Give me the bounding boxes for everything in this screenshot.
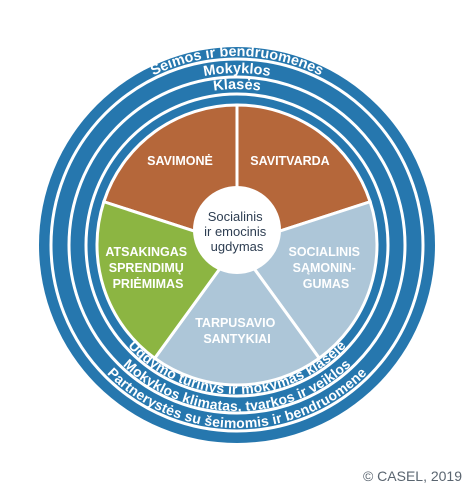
copyright-notice: © CASEL, 2019 (362, 468, 462, 484)
segment-relationship (152, 242, 322, 387)
center-circle (193, 186, 281, 274)
ring-divider (84, 92, 390, 398)
self-management-label: SAVITVARDA (250, 154, 329, 168)
competency-wheel (95, 103, 379, 387)
classrooms-ring-label: Klasės (212, 77, 261, 95)
ring-divider (67, 75, 407, 415)
schools-ring-label: Mokyklos (202, 61, 272, 80)
self-awareness-label: SAVIMONĖ (147, 153, 213, 168)
center-label: Socialinis ir emocinis ugdymas (204, 209, 270, 254)
decision-making-label: ATSAKINGAS SPRENDIMŲ PRIĖMIMAS (105, 245, 190, 291)
relationship-label: TARPUSAVIO SANTYKIAI (195, 316, 279, 346)
ring-divider (49, 57, 425, 433)
social-awareness-label: SOCIALINIS SĄMONIN- GUMAS (288, 245, 363, 291)
